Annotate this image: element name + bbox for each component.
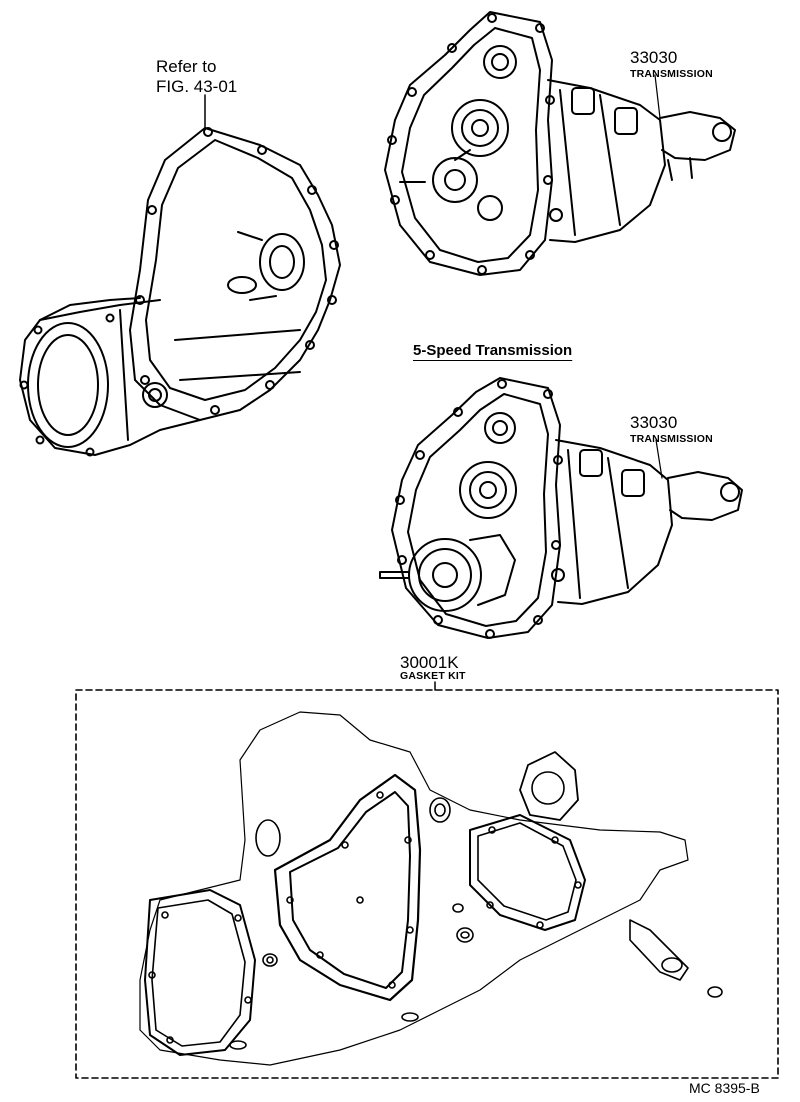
lower-part-name: TRANSMISSION bbox=[630, 433, 713, 445]
upper-part-number: 33030 bbox=[630, 48, 678, 67]
figure-reference-label: FIG. 43-01 bbox=[156, 77, 238, 96]
five-speed-transmission-illustration bbox=[379, 377, 743, 639]
section-title: 5-Speed Transmission bbox=[413, 342, 573, 359]
gasket-kit-boundary bbox=[75, 689, 779, 1079]
gasket-kit-number: 30001K bbox=[400, 653, 459, 672]
refer-to-label: Refer to bbox=[156, 57, 217, 76]
gasket-kit-illustration bbox=[139, 711, 723, 1066]
lower-part-number: 33030 bbox=[630, 413, 678, 432]
gasket-kit-name: GASKET KIT bbox=[400, 670, 466, 682]
transaxle-with-bell-housing-illustration bbox=[19, 127, 341, 457]
upper-transmission-illustration bbox=[384, 11, 736, 276]
figure-code: MC 8395-B bbox=[689, 1080, 760, 1096]
upper-part-name: TRANSMISSION bbox=[630, 68, 713, 80]
